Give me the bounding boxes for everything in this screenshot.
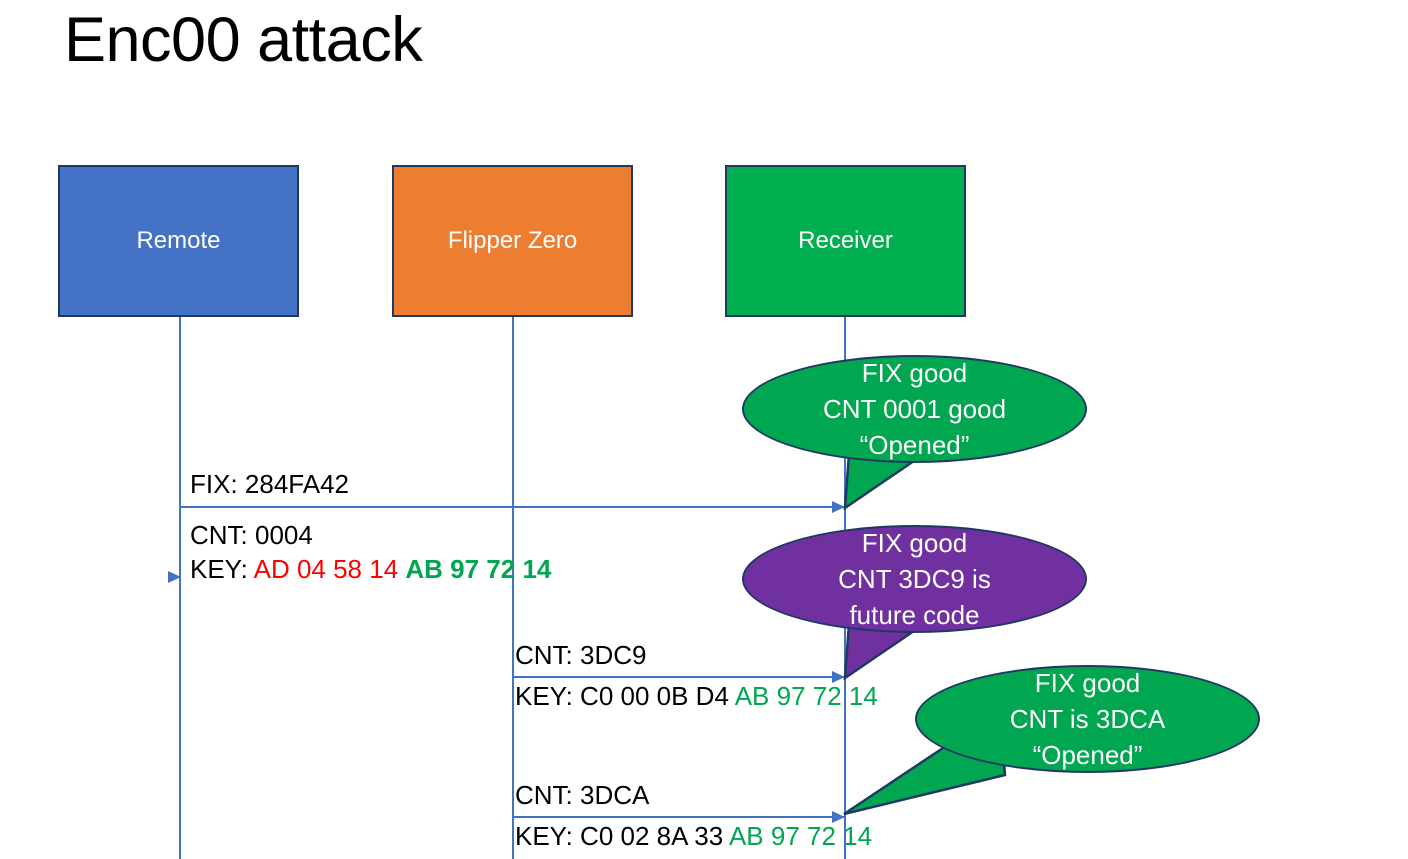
bubble-2-line-1: FIX good	[861, 528, 968, 558]
message-arrow-1	[180, 501, 845, 513]
page-title: Enc00 attack	[64, 5, 423, 75]
bubble-receiver-response-2: FIX good CNT 3DC9 is future code	[742, 525, 1087, 633]
actor-label-flipper-zero: Flipper Zero	[447, 227, 578, 254]
message-1-key-prefix: KEY:	[190, 554, 254, 584]
message-3-key-fixed: AB 97 72 14	[728, 821, 873, 851]
bubble-2-line-3: future code	[849, 600, 980, 630]
bubble-2-line-2: CNT 3DC9 is	[838, 564, 991, 594]
lifeline-remote	[179, 317, 181, 859]
bubble-3-line-2: CNT is 3DCA	[1009, 704, 1166, 734]
message-label-3-line-2: KEY: C0 02 8A 33 AB 97 72 14	[515, 818, 872, 854]
message-2-key-fixed: AB 97 72 14	[734, 681, 878, 711]
message-arrow-3	[513, 811, 845, 823]
bubble-1-line-1: FIX good	[861, 358, 968, 388]
bubble-3-line-1: FIX good	[1034, 668, 1141, 698]
message-label-1-line-3: KEY: AD 04 58 14 AB 97 72 14	[190, 551, 551, 587]
bubble-1-line-2: CNT 0001 good	[822, 394, 1007, 424]
message-label-1-line-1: FIX: 284FA42	[190, 466, 349, 502]
message-3-cnt: CNT: 3DCA	[515, 780, 650, 810]
message-1-fix: FIX: 284FA42	[190, 469, 349, 499]
actor-box-flipper-zero[interactable]: Flipper Zero	[392, 165, 633, 317]
lifeline-flipper-zero	[512, 317, 514, 859]
actor-label-receiver: Receiver	[798, 227, 893, 254]
actor-box-remote[interactable]: Remote	[58, 165, 299, 317]
message-2-cnt: CNT: 3DC9	[515, 640, 647, 670]
actor-label-remote: Remote	[136, 227, 221, 254]
message-label-2-line-2: KEY: C0 00 0B D4 AB 97 72 14	[515, 678, 878, 714]
message-2-key-prefix: KEY: C0 00 0B D4	[515, 681, 735, 711]
message-arrow-2	[513, 671, 845, 683]
message-3-key-prefix: KEY: C0 02 8A 33	[515, 821, 729, 851]
message-label-1-line-2: CNT: 0004	[190, 517, 313, 553]
bubble-1-line-3: “Opened”	[859, 430, 970, 460]
bubble-receiver-response-3: FIX good CNT is 3DCA “Opened”	[915, 665, 1260, 773]
message-1-key-fixed: AB 97 72 14	[405, 554, 552, 584]
bubble-receiver-response-1: FIX good CNT 0001 good “Opened”	[742, 355, 1087, 463]
message-label-3-line-1: CNT: 3DCA	[515, 777, 649, 813]
bubble-3-line-3: “Opened”	[1032, 740, 1143, 770]
message-1-cnt: CNT: 0004	[190, 520, 313, 550]
message-1-key-variable: AD 04 58 14	[253, 554, 406, 584]
actor-box-receiver[interactable]: Receiver	[725, 165, 966, 317]
message-label-2-line-1: CNT: 3DC9	[515, 637, 646, 673]
